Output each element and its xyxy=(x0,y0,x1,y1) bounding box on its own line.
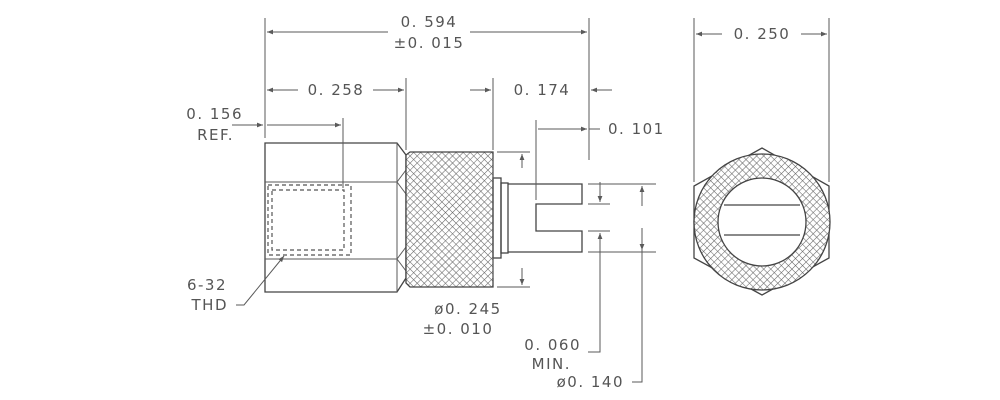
slotted-pin xyxy=(508,183,583,253)
dim-thread-depth: 0. 156 REF. xyxy=(186,105,344,188)
hex-length-label: 0. 258 xyxy=(308,81,365,99)
overall-length-label: 0. 594 xyxy=(401,13,458,31)
slot-width-label: 0. 060 xyxy=(524,336,581,354)
dim-knurl-diameter: ø0. 245 ±0. 010 xyxy=(423,151,530,338)
dim-slot-width: 0. 060 MIN. xyxy=(524,182,610,373)
knurled-section xyxy=(405,151,494,288)
slot-width-note: MIN. xyxy=(532,355,571,373)
thread-note: THD xyxy=(191,296,229,314)
thread-depth-note: REF. xyxy=(197,126,234,144)
hex-across-flats-label: 0. 250 xyxy=(734,25,791,43)
thread-label: 6-32 xyxy=(187,276,227,294)
knurl-diameter-label: ø0. 245 xyxy=(434,300,501,318)
internal-thread-hidden xyxy=(267,184,352,256)
hex-body xyxy=(264,142,407,293)
overall-tolerance-label: ±0. 015 xyxy=(394,34,465,52)
dim-overall-length: 0. 594 ±0. 015 xyxy=(264,13,590,160)
knurl-tolerance-label: ±0. 010 xyxy=(423,320,494,338)
pin-diameter-label: ø0. 140 xyxy=(557,373,624,391)
end-view xyxy=(693,147,831,296)
dim-hex-across-flats: 0. 250 xyxy=(693,18,830,182)
dim-pin-diameter: ø0. 140 xyxy=(557,183,656,391)
dim-hex-length: 0. 258 xyxy=(267,78,407,150)
thread-callout: 6-32 THD xyxy=(187,255,285,314)
collar xyxy=(492,158,509,278)
knurl-to-end-label: 0. 174 xyxy=(514,81,571,99)
slot-depth-label: 0. 101 xyxy=(608,120,665,138)
dim-knurl-to-end: 0. 174 xyxy=(470,78,612,150)
side-view xyxy=(264,142,583,293)
dim-slot-depth: 0. 101 xyxy=(535,120,665,200)
thread-depth-label: 0. 156 xyxy=(186,105,243,123)
